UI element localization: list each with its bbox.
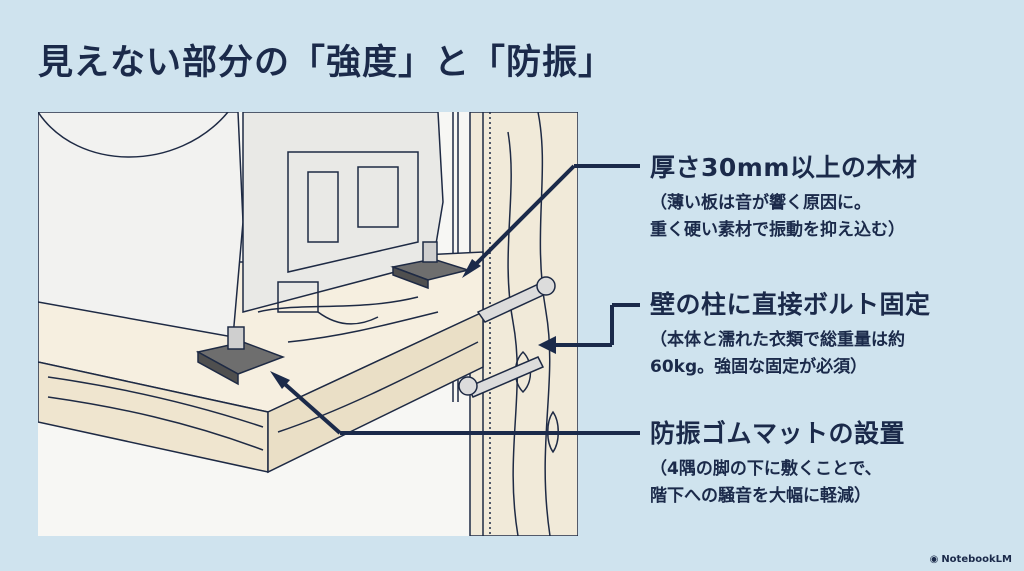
callout-heading: 防振ゴムマットの設置: [650, 419, 906, 448]
illustration-drawing: [38, 112, 578, 536]
callout-line: （4隅の脚の下に敷くことで、: [650, 459, 882, 479]
washing-machine-mount-illustration: [38, 112, 578, 536]
callout-timber: 厚さ30mm以上の木材 （薄い板は音が響く原因に。 重く硬い素材で振動を抑え込む…: [650, 148, 917, 244]
notebooklm-logo-icon: ◉: [929, 554, 939, 565]
callout-line: 60kg。強固な固定が必須）: [650, 357, 868, 377]
callout-heading: 壁の柱に直接ボルト固定: [650, 290, 931, 319]
rubber-mats: [195, 241, 471, 386]
brand-label: NotebookLM: [941, 554, 1012, 565]
bolts: [458, 276, 556, 398]
callout-line: （本体と濡れた衣類で総重量は約: [650, 330, 905, 350]
callout-line: （薄い板は音が響く原因に。: [650, 193, 871, 213]
callout-mat: 防振ゴムマットの設置 （4隅の脚の下に敷くことで、 階下への騒音を大幅に軽減）: [650, 414, 905, 510]
washing-machine: [38, 112, 444, 338]
callout-line: 重く硬い素材で振動を抑え込む）: [650, 220, 905, 240]
brand-watermark: ◉ NotebookLM: [930, 554, 1012, 565]
callout-bolt: 壁の柱に直接ボルト固定 （本体と濡れた衣類で総重量は約 60kg。強固な固定が必…: [650, 285, 931, 381]
callout-line: 階下への騒音を大幅に軽減）: [650, 486, 871, 506]
wall-stud: [452, 112, 578, 536]
callout-heading: 厚さ30mm以上の木材: [650, 153, 918, 182]
page-title: 見えない部分の「強度」と「防振」: [38, 43, 615, 83]
